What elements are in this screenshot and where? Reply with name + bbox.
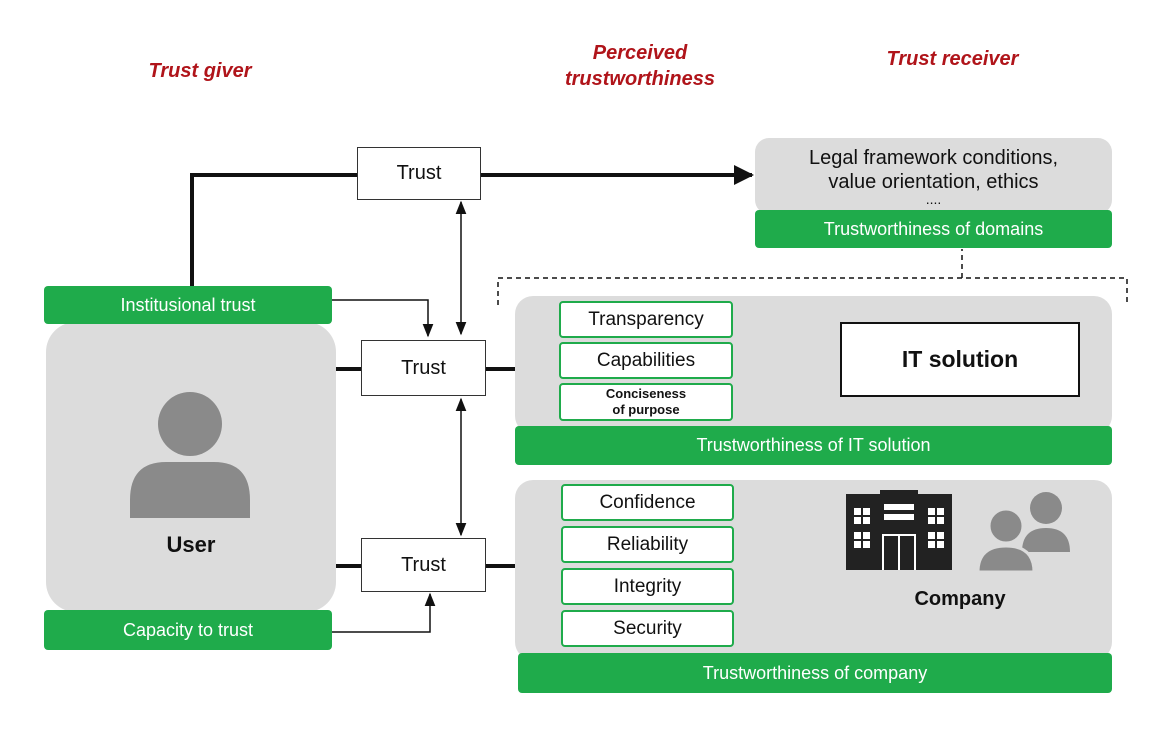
attribute-confidence: Confidence bbox=[561, 484, 734, 521]
arrow-capacity-to-bottom-trust bbox=[332, 592, 436, 633]
trust-box-top: Trust bbox=[357, 147, 481, 200]
user-label: User bbox=[166, 532, 216, 557]
capacity-to-trust-box: Capacity to trust bbox=[44, 610, 332, 650]
arrow-institutional-to-middle-trust bbox=[332, 299, 434, 338]
institutional-trust-box: Institusional trust bbox=[44, 286, 332, 324]
attribute-capabilities: Capabilities bbox=[559, 342, 733, 379]
building-icon bbox=[846, 490, 952, 570]
company-title: Company bbox=[914, 588, 1006, 610]
heading-perceived-trustworthiness: Perceived trustworthiness bbox=[564, 42, 716, 90]
people-icon bbox=[976, 492, 1070, 572]
user-icon bbox=[130, 392, 250, 518]
company-label: Trustworthiness of company bbox=[518, 653, 1112, 693]
user-panel: User bbox=[46, 322, 336, 612]
trust-box-middle: Trust bbox=[361, 340, 486, 396]
it-solution-label: Trustworthiness of IT solution bbox=[515, 426, 1112, 465]
heading-trust-giver: Trust giver bbox=[148, 60, 252, 82]
domains-dashed-bracket bbox=[497, 249, 1128, 305]
attribute-conciseness-of-purpose: Conciseness of purpose bbox=[559, 383, 733, 421]
domains-panel: Legal framework conditions, value orient… bbox=[755, 138, 1112, 214]
attribute-transparency: Transparency bbox=[559, 301, 733, 338]
domains-line-2: value orientation, ethics bbox=[828, 171, 1039, 193]
it-solution-box: IT solution bbox=[840, 322, 1080, 397]
domains-ellipsis: .... bbox=[925, 191, 942, 207]
line-institutional-to-top-trust bbox=[190, 173, 357, 287]
attribute-reliability: Reliability bbox=[561, 526, 734, 563]
domains-line-1: Legal framework conditions, bbox=[808, 147, 1058, 169]
attribute-integrity: Integrity bbox=[561, 568, 734, 605]
trust-box-bottom: Trust bbox=[361, 538, 486, 592]
attribute-security: Security bbox=[561, 610, 734, 647]
domains-label: Trustworthiness of domains bbox=[755, 210, 1112, 248]
heading-trust-receiver: Trust receiver bbox=[886, 48, 1019, 70]
